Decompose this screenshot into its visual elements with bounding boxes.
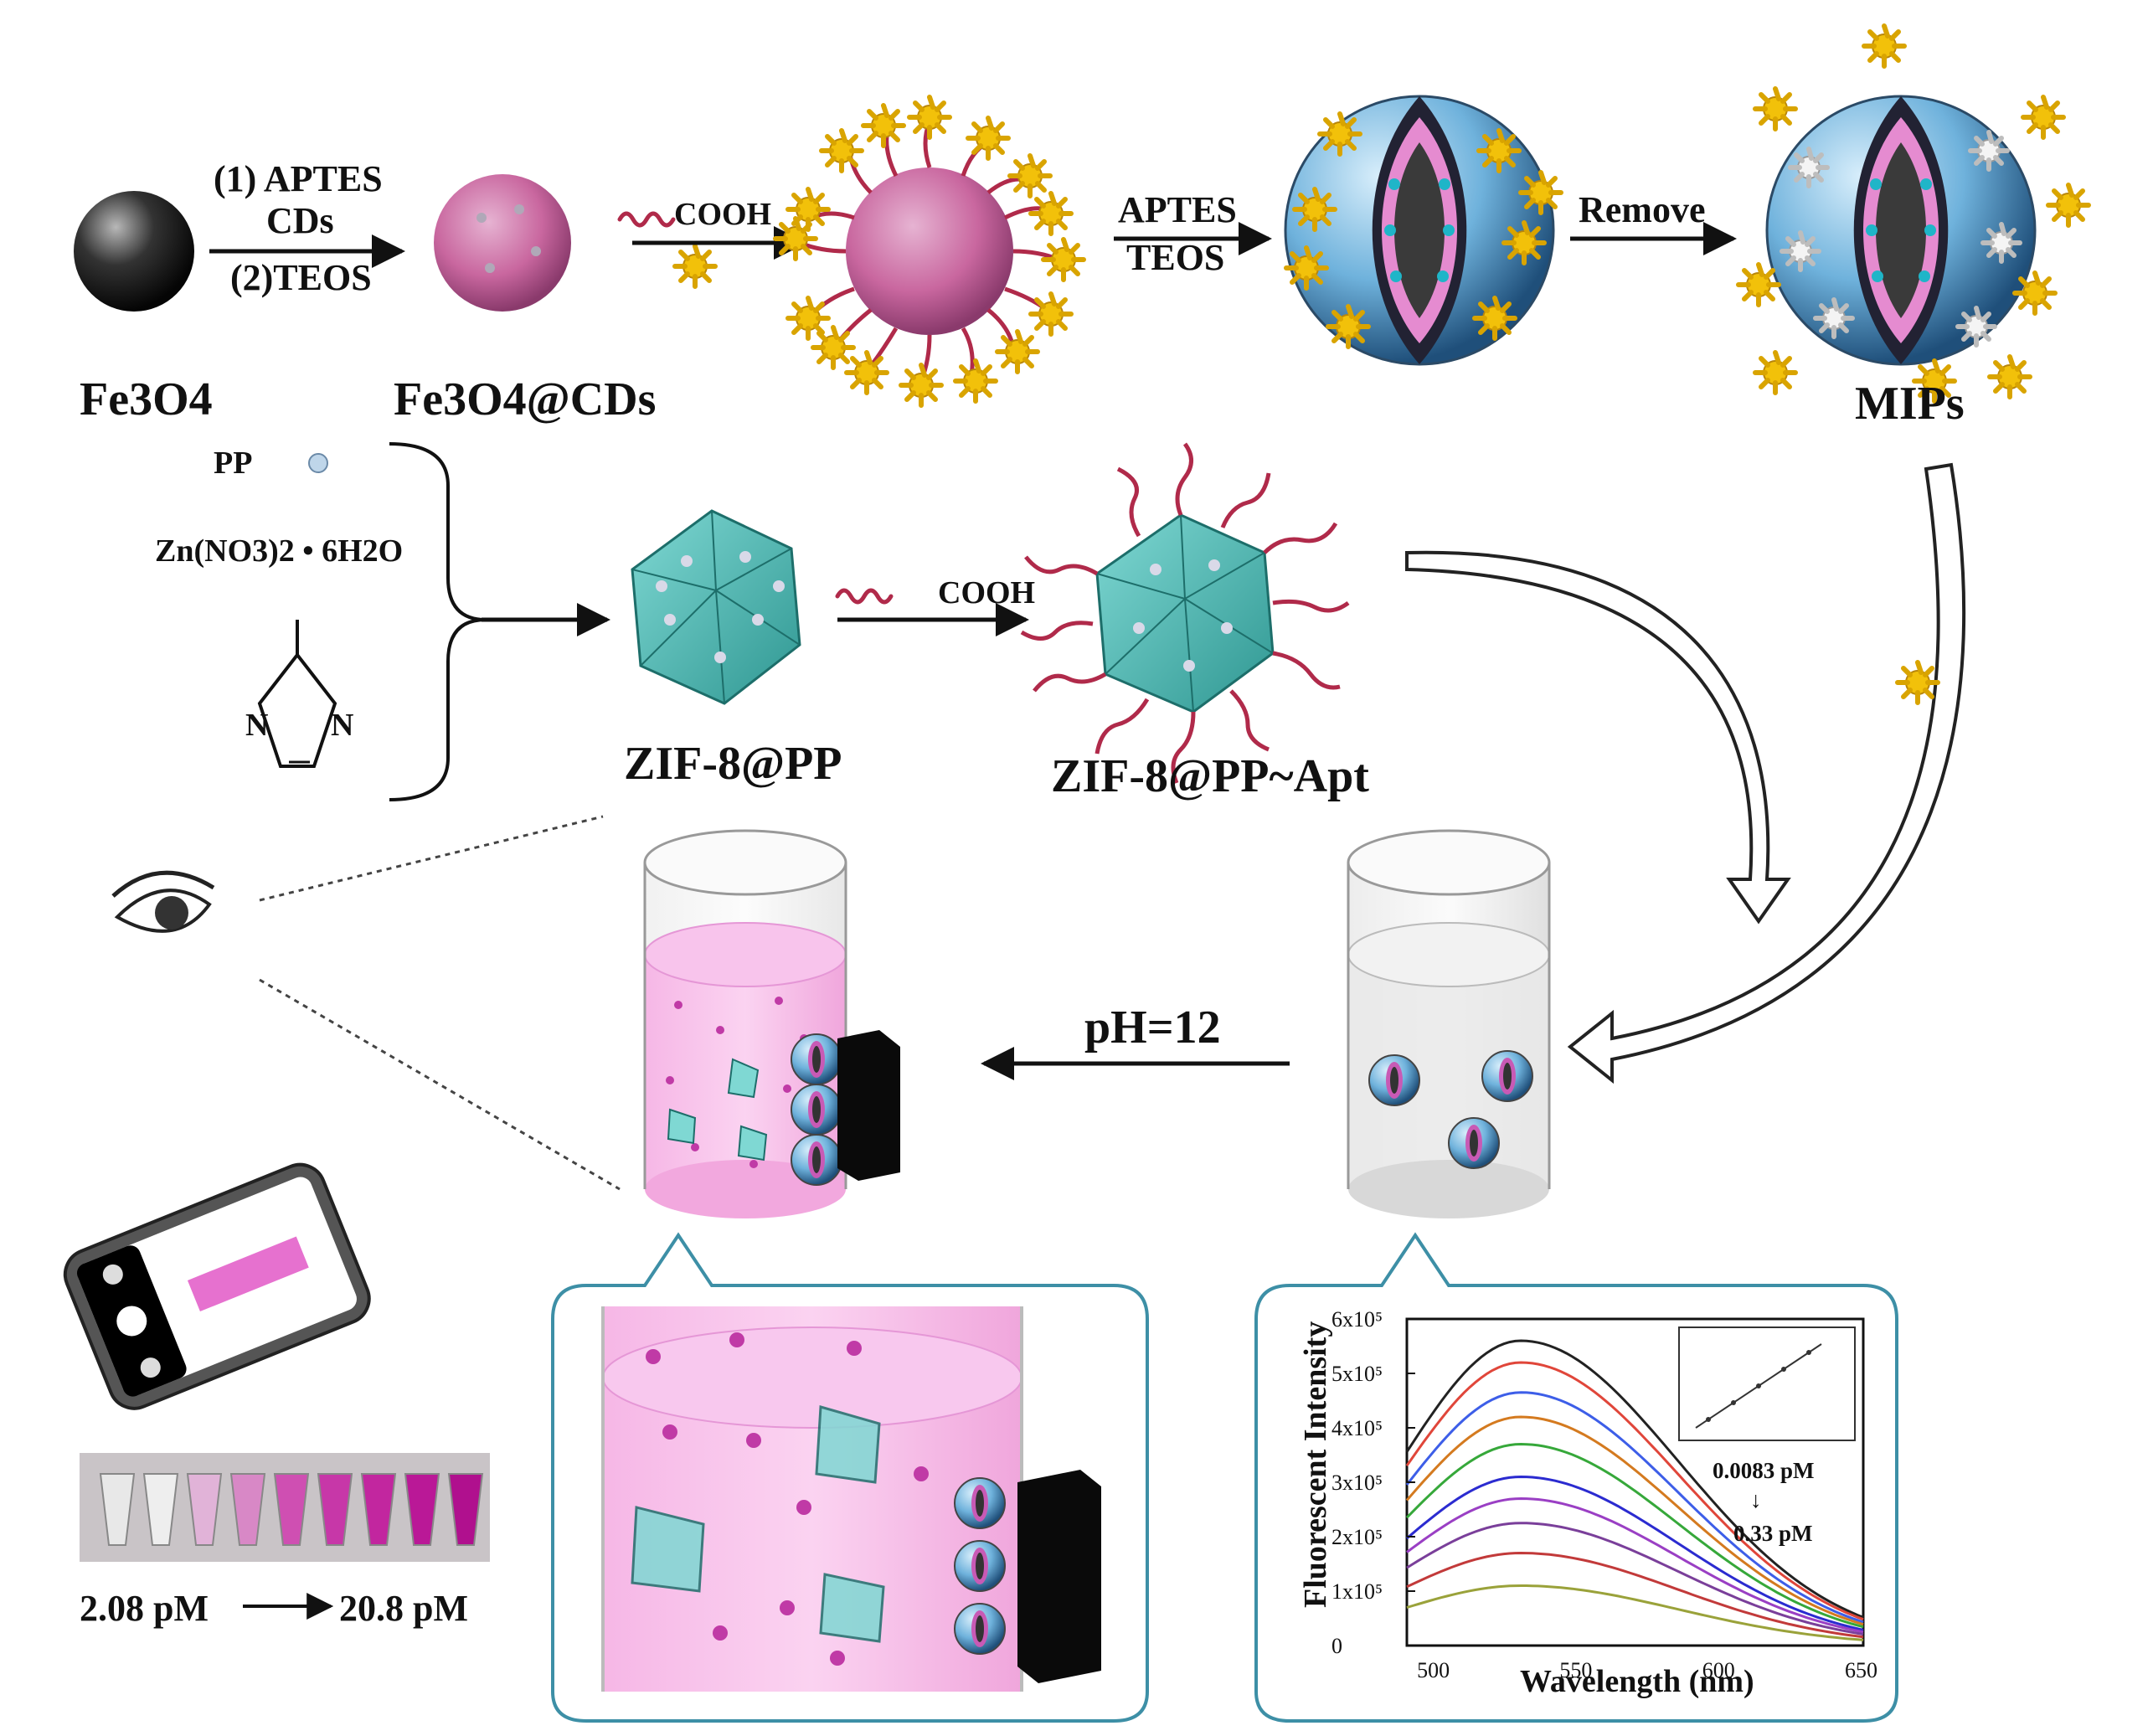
zif8-pp-apt-crystal: [1020, 442, 1350, 784]
chart-annotation-low: 0.0083 pM: [1713, 1458, 1815, 1483]
spectrum-line-5: [1405, 1442, 1864, 1629]
spectrum-line-10: [1406, 1584, 1864, 1641]
chart-annotation-arrow: ↓: [1750, 1487, 1762, 1512]
ph-label: pH=12: [1084, 1002, 1221, 1053]
smartphone-icon: [63, 1162, 371, 1410]
y-tick-label: 4x10⁵: [1331, 1416, 1383, 1440]
target-virus-icon: [1898, 662, 1938, 703]
spectrum-line-1: [1405, 1339, 1864, 1619]
virus-bound-particle: [775, 97, 1084, 405]
remove-label: Remove: [1579, 189, 1706, 230]
x-tick-label: 600: [1702, 1658, 1735, 1682]
zif8-pp-apt-label: ZIF-8@PP~Apt: [1051, 750, 1369, 802]
y-tick-label: 5x10⁵: [1331, 1362, 1383, 1386]
spectrum-line-4: [1405, 1415, 1864, 1626]
zif8-pp-crystal: [631, 509, 801, 705]
template-virus-icon: [675, 246, 715, 286]
chart-inset: [1678, 1326, 1856, 1441]
y-tick-label: 2x10⁵: [1331, 1525, 1383, 1549]
reagent-brace: [389, 442, 487, 801]
conc-low-label: 2.08 pM: [80, 1588, 209, 1629]
x-tick-label: 650: [1845, 1658, 1877, 1682]
cd-dot: [485, 263, 495, 273]
spectrum-line-3: [1405, 1391, 1864, 1624]
chart-xlabel: Wavelength (nm): [1520, 1664, 1754, 1699]
cd-dot: [531, 246, 541, 256]
aptamer-wave-icon-2: [837, 590, 891, 602]
zinc-salt-label: Zn(NO3)2 • 6H2O: [155, 533, 403, 569]
conc-high-label: 20.8 pM: [339, 1588, 468, 1629]
fe3o4-particle: [74, 191, 194, 312]
cd-dot: [514, 204, 524, 214]
imprinted-particle: [1285, 95, 1561, 366]
tube-strip-photo: [80, 1453, 490, 1562]
aptes-label: APTES: [1118, 189, 1237, 230]
spectrum-line-6: [1406, 1475, 1864, 1631]
x-tick-label: 550: [1559, 1658, 1592, 1682]
cd-dots: [476, 213, 487, 223]
teos-label: TEOS: [1126, 237, 1224, 278]
step1-cds-label: CDs: [266, 200, 334, 241]
cooh-label-1: COOH: [674, 197, 771, 232]
spectrum-line-8: [1406, 1522, 1864, 1636]
spectrum-line-9: [1406, 1551, 1864, 1639]
chart-ylabel: Fluorescent Intensity: [1298, 1321, 1333, 1608]
y-tick-label: 6x10⁵: [1331, 1307, 1383, 1332]
grey-beaker: [1347, 829, 1551, 1218]
chart-ticks: 500 550 600 650 0 1x10⁵ 2x10⁵ 3x10⁵ 4x10⁵ 5x10⁵ 6x…: [1331, 1307, 1877, 1682]
pink-beaker: [643, 829, 900, 1218]
fe3o4-cds-particle: [434, 174, 571, 312]
chart-annotation-high: 0.33 pM: [1733, 1521, 1813, 1546]
y-tick-label: 3x10⁵: [1331, 1471, 1383, 1495]
imidazole-structure: [257, 620, 337, 768]
sight-line-bottom: [259, 978, 621, 1191]
x-tick-label: 500: [1417, 1658, 1450, 1682]
pp-label: PP: [214, 446, 252, 481]
imidazole-n1-label: N: [245, 708, 268, 743]
step1-teos-label: (2)TEOS: [230, 257, 372, 298]
zoomed-beaker: [601, 1306, 1101, 1692]
imidazole-n2-label: N: [331, 708, 353, 743]
eye-icon: [111, 870, 215, 933]
fluorescence-chart: 500 550 600 650 0 1x10⁵ 2x10⁵ 3x10⁵ 4x10⁵ 5x10⁵ 6x…: [1298, 1307, 1877, 1699]
flow-arrow-mips: [1567, 462, 1966, 1084]
cooh-label-2: COOH: [938, 575, 1035, 610]
spectrum-line-7: [1406, 1496, 1864, 1634]
mips-particle: [1738, 26, 2089, 401]
fe3o4-cds-label: Fe3O4@CDs: [394, 373, 656, 425]
sight-line-top: [259, 815, 604, 902]
mips-label: MIPs: [1855, 378, 1965, 430]
flow-arrow-zif: [1405, 550, 1791, 925]
aptamer-wave-icon: [620, 214, 673, 225]
pp-dot-icon: [308, 453, 328, 473]
y-tick-label: 0: [1331, 1634, 1342, 1658]
chart-curves: [1405, 1339, 1864, 1641]
zif8-pp-label: ZIF-8@PP: [624, 738, 842, 790]
fe3o4-label: Fe3O4: [80, 373, 213, 425]
step1-aptes-label: (1) APTES: [214, 158, 383, 199]
y-tick-label: 1x10⁵: [1331, 1579, 1383, 1604]
spectrum-line-2: [1405, 1361, 1864, 1621]
